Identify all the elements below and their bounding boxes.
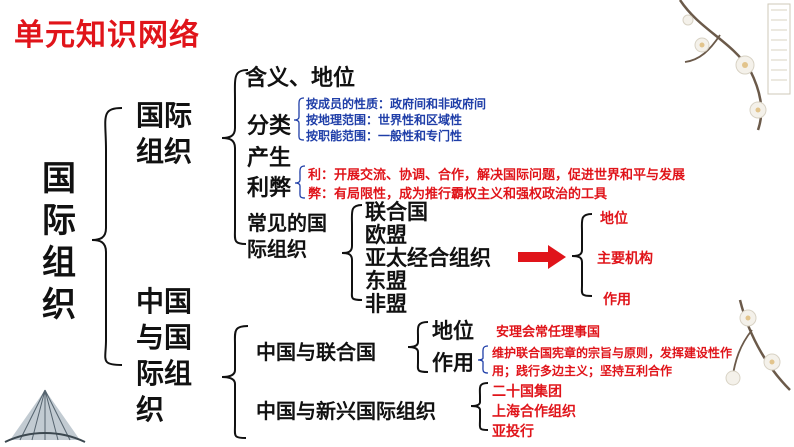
plum-blossom-decoration: [678, 0, 791, 391]
pros-text: 利：开展交流、协调、合作，解决国际问题，促进世界和平与发展: [308, 168, 686, 183]
un-role-detail: 用；践行多边主义；坚持互利合作: [492, 364, 673, 378]
root-char: 织: [42, 285, 76, 325]
zuoyong-bracket: [477, 345, 489, 374]
emerging-item: 二十国集团: [492, 384, 562, 400]
branch1-label: 国际 组织: [136, 98, 192, 170]
origin-label: 产生: [247, 146, 292, 171]
root-char: 际: [42, 201, 76, 241]
main-bracket: [91, 107, 123, 366]
classification-item: 按成员的性质：政府间和非政府间: [306, 97, 487, 111]
aspect-item: 地位: [600, 211, 628, 227]
aspects-bracket: [571, 213, 593, 297]
branch1-label-line: 组织: [136, 135, 193, 168]
china-un-label: 中国与联合国: [256, 340, 376, 364]
red-arrow: [518, 245, 566, 269]
branch1-bracket: [221, 69, 249, 245]
common-orgs-label-line: 常见的国: [247, 211, 327, 235]
org-item: 联合国: [365, 200, 428, 224]
un-status-detail: 安理会常任理事国: [496, 325, 601, 340]
un-bracket: [407, 321, 429, 373]
page-title: 单元知识网络: [14, 18, 200, 53]
un-role-label: 作用: [432, 351, 474, 375]
branch2-label-line: 织: [136, 393, 165, 426]
aspect-item: 主要机构: [597, 251, 653, 267]
folding-fan-decoration: [4, 389, 86, 443]
org-item: 东盟: [365, 269, 407, 293]
pros-cons-label: 利弊: [247, 176, 292, 201]
emerging-bracket: [470, 382, 489, 431]
fenlei-bracket: [293, 97, 305, 141]
root-char: 国: [42, 159, 76, 199]
classification-label: 分类: [247, 114, 292, 139]
aspect-item: 作用: [603, 292, 631, 308]
common-orgs-label: 常见的国 际组织: [247, 210, 327, 262]
emerging-item: 上海合作组织: [492, 404, 576, 420]
branch2-label-line: 与国: [136, 321, 193, 354]
branch2-label: 中国 与国 际组 织: [136, 284, 192, 428]
branch2-label-line: 中国: [136, 285, 193, 318]
org-item: 欧盟: [365, 223, 407, 247]
un-status-label: 地位: [432, 319, 474, 343]
common-orgs-label-line: 际组织: [247, 237, 307, 261]
root-char: 组: [42, 243, 76, 283]
classification-item: 按地理范围：世界性和区域性: [306, 113, 463, 127]
cons-text: 弊：有局限性，成为推行霸权主义和强权政治的工具: [308, 187, 608, 202]
emerging-item: 亚投行: [492, 424, 534, 440]
org-item: 亚太经合组织: [365, 246, 491, 270]
orgs-bracket: [341, 204, 363, 301]
branch2-label-line: 际组: [136, 357, 193, 390]
un-role-detail: 维护联合国宪章的宗旨与原则，发挥建设性作: [492, 346, 733, 360]
libi-bracket: [294, 165, 306, 199]
org-item: 非盟: [365, 292, 407, 316]
meaning-status-label: 含义、地位: [245, 66, 356, 91]
branch2-bracket: [221, 325, 249, 439]
classification-item: 按职能范围：一般性和专门性: [306, 129, 463, 143]
root-label: 国 际 组 织: [42, 158, 76, 326]
branch1-label-line: 国际: [136, 99, 193, 132]
china-emerging-label: 中国与新兴国际组织: [256, 399, 436, 423]
